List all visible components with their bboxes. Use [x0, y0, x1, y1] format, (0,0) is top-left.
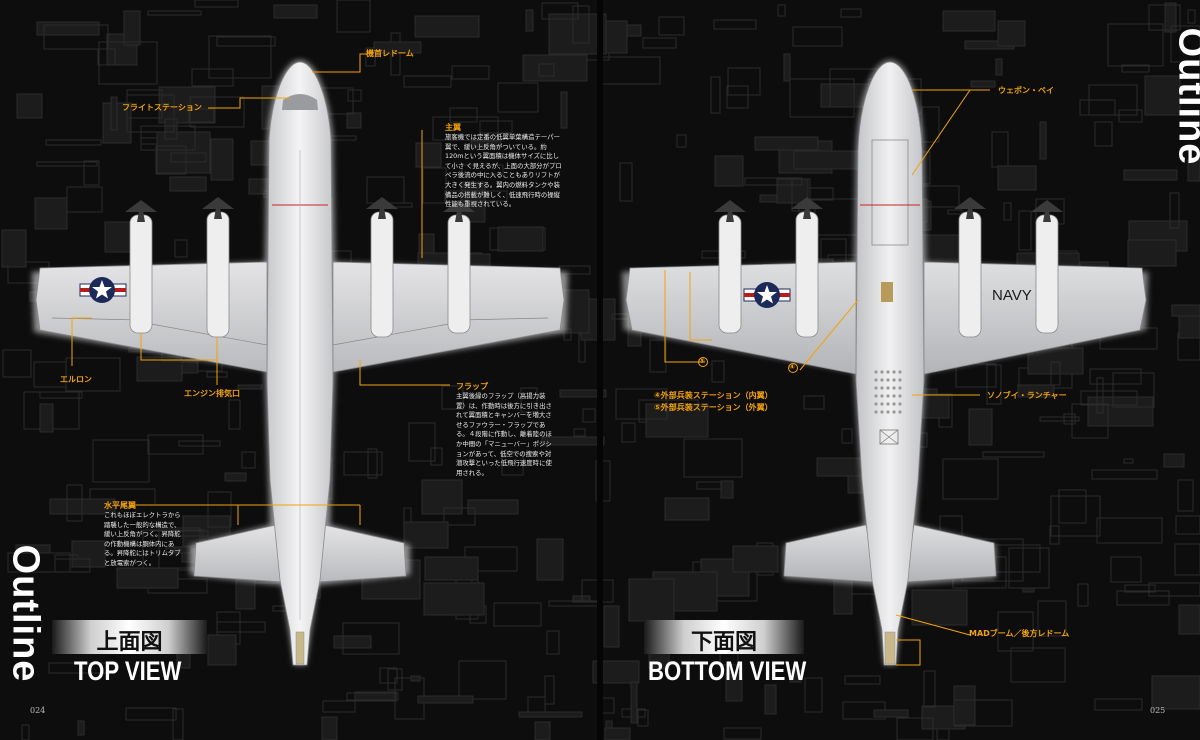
marker-4: ④ [789, 363, 795, 371]
callout-main-wing: 主翼 [445, 123, 461, 132]
page-number-right: 025 [1150, 706, 1166, 715]
weapon-bay-outline [871, 139, 909, 246]
callout-mad-boom: MADブーム／後方レドーム [969, 629, 1070, 638]
bottom-propellers [714, 197, 1063, 222]
cockpit-windows [282, 94, 318, 110]
bottom-view-title-en: BOTTOM VIEW [648, 656, 807, 686]
flap-description: 主翼後縁のフラップ（高揚力装置）は、作動時は後方に引き出されて翼面積とキャンバー… [456, 392, 552, 477]
propellers [125, 197, 475, 222]
callout-outer-station: ⑤外部兵装ステーション（外翼） [654, 403, 773, 412]
navy-marking: NAVY [992, 287, 1032, 304]
sonobuoy-tubes [874, 370, 902, 414]
callout-weapon-bay: ウェポン・ベイ [998, 86, 1054, 95]
callout-sonobuoy-launcher: ソノブイ・ランチャー [987, 391, 1067, 400]
callout-engine-exhaust: エンジン排気口 [184, 389, 240, 398]
callout-aileron: エルロン [60, 375, 92, 384]
callout-nose-radome: 機首レドーム [366, 49, 414, 58]
bottom-fuselage [855, 61, 925, 666]
page-number-left: 024 [30, 706, 46, 715]
top-view-title-en: TOP VIEW [74, 656, 182, 686]
horizontal-tail-description: これもほぼエレクトラから踏襲した一般的な構造で、緩い上反角がつく。昇降舵の作動機… [104, 511, 181, 567]
callout-flap: フラップ [456, 382, 488, 391]
engine-nacelles [129, 211, 471, 338]
national-insignia [79, 277, 127, 303]
marker-5: ⑤ [699, 357, 705, 365]
main-wing-description: 旅客機では定番の低翼単葉構造テーパー翼で、緩い上反角がついている。約120mとい… [445, 133, 562, 209]
bottom-view-title-ja: 下面図 [690, 630, 757, 655]
top-view-title-ja: 上面図 [96, 630, 163, 655]
callout-horizontal-tail: 水平尾翼 [104, 501, 136, 510]
bottom-engine-nacelles [718, 211, 1059, 338]
callout-inner-station: ④外部兵装ステーション（内翼） [654, 391, 773, 400]
bottom-national-insignia [743, 282, 791, 308]
callout-flight-station: フライトステーション [122, 103, 202, 112]
